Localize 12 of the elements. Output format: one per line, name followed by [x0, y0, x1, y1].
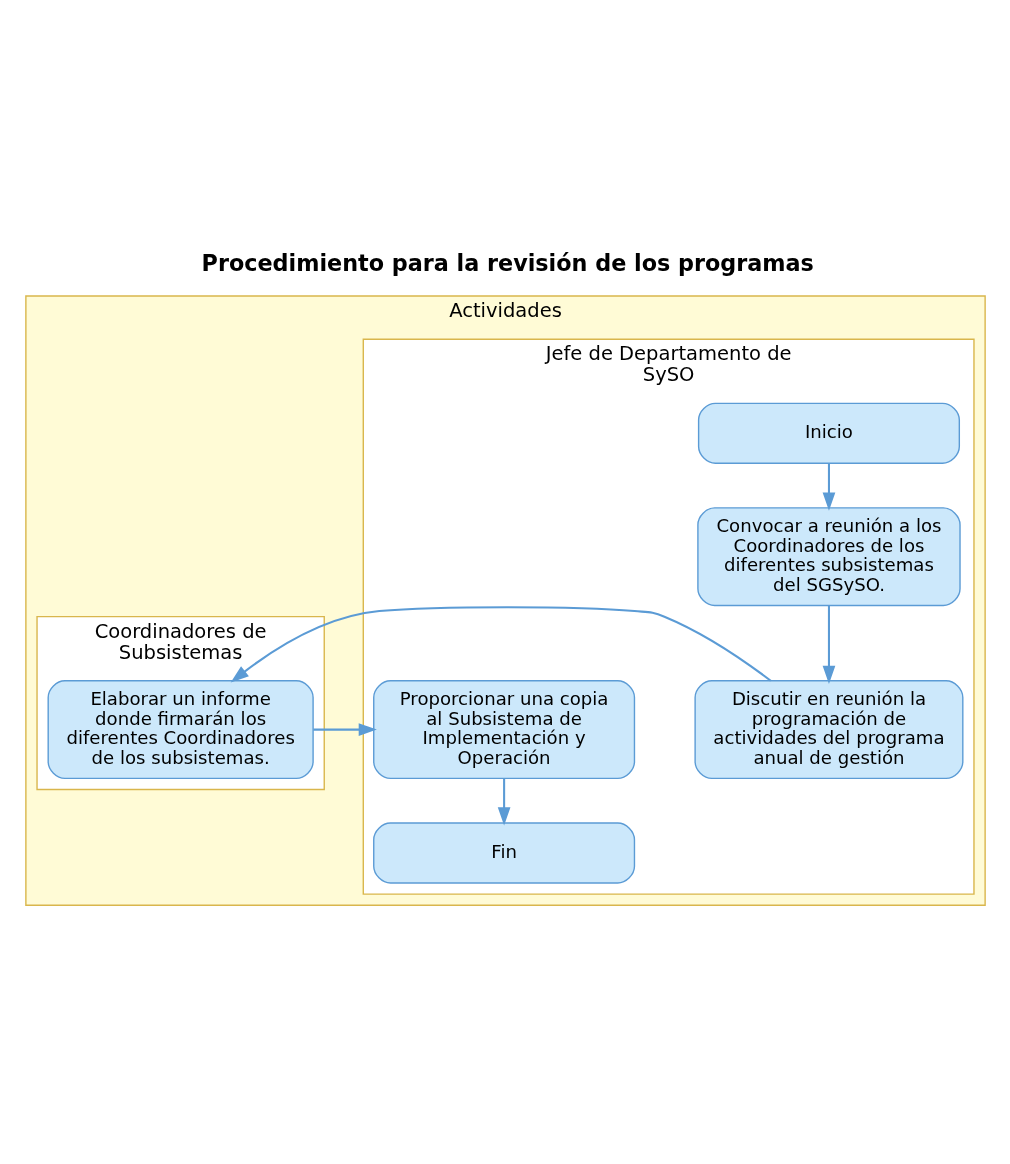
arrow	[497, 778, 510, 825]
arrow	[822, 605, 835, 684]
diagram-title: Procedimiento para la revisión de los programas	[201, 249, 814, 276]
node-box: Proporcionar una copia al Subsistema de Implementación y Operación	[372, 679, 635, 779]
node-box: Discutir en reunión la programación de actividades del programa anual de gestión	[693, 679, 963, 779]
arrow	[312, 722, 377, 736]
node-box: Inicio	[697, 402, 960, 464]
node-box: Fin	[372, 821, 635, 884]
node-box: Elaborar un informe donde firmarán los diferentes Coordinadores de los subsistemas.	[47, 679, 314, 779]
arrow	[230, 605, 771, 682]
arrow	[822, 463, 835, 511]
node-box: Convocar a reunión a los Coordinadores de los diferentes subsistemas del SGSySO.	[696, 506, 961, 606]
